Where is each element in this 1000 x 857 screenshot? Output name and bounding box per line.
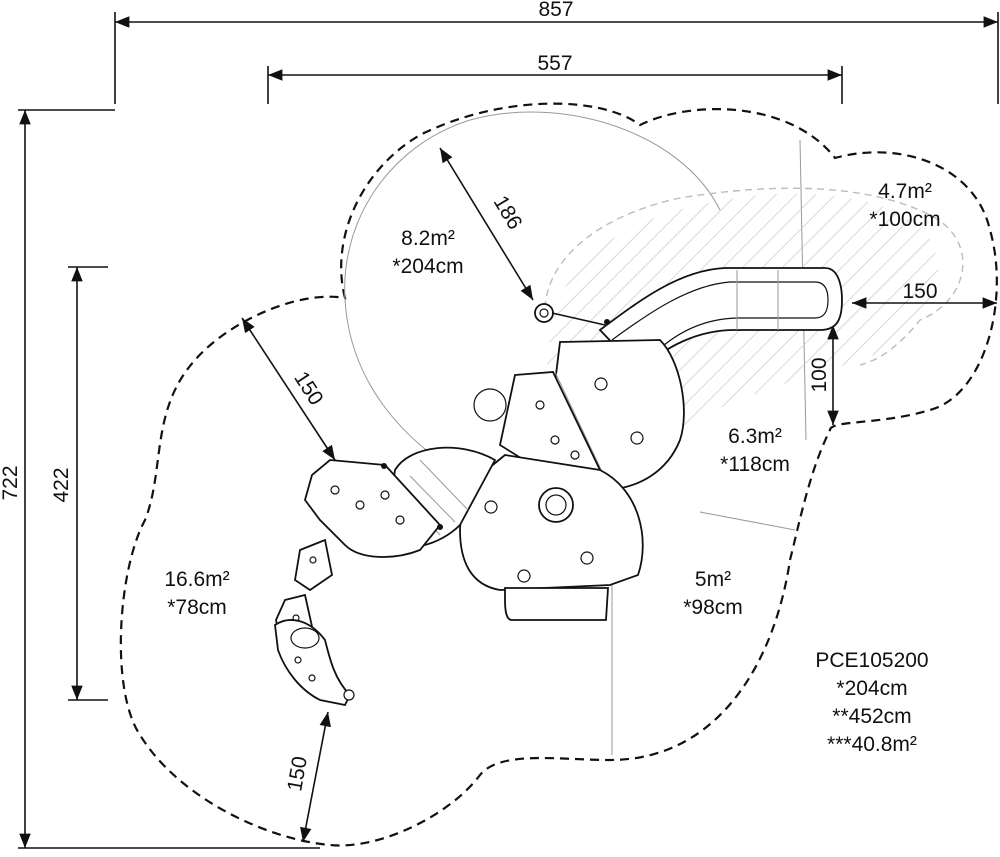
platform-left: [304, 459, 443, 558]
dimension-inner-height: 422: [50, 266, 108, 701]
rope-anchor: [534, 303, 610, 326]
slide-clearance-label: 100: [808, 357, 831, 392]
zone-4-area: 5m²: [695, 568, 731, 591]
zone-1-height: *204cm: [392, 255, 463, 278]
zone-label-2: 4.7m² *100cm: [869, 180, 940, 231]
clearance-left-label: 150: [289, 368, 327, 410]
zone-2-area: 4.7m²: [878, 180, 932, 203]
zone-label-4: 5m² *98cm: [683, 568, 743, 619]
product-code: PCE105200: [815, 649, 928, 672]
clearance-right-label: 150: [902, 280, 937, 303]
clearance-bottom-label: 150: [283, 755, 312, 794]
inner-height-label: 422: [50, 467, 73, 502]
zone-1-area: 8.2m²: [401, 227, 455, 250]
overall-width-label: 857: [538, 0, 573, 21]
climb-panel-upper: [473, 371, 602, 471]
play-structure: [274, 267, 843, 707]
overall-height-label: 722: [0, 465, 22, 500]
clearance-left: 150: [241, 317, 336, 461]
product-height: *204cm: [836, 677, 907, 700]
safety-zone-outline: [119, 102, 998, 847]
dimension-inner-width: 557: [267, 52, 843, 104]
zone-label-5: 16.6m² *78cm: [164, 568, 229, 619]
zone-3-area: 6.3m²: [728, 425, 782, 448]
zone-5-area: 16.6m²: [164, 568, 229, 591]
tower-lower: [459, 454, 644, 621]
dimension-overall-height: 722: [0, 109, 320, 849]
product-info: PCE105200 *204cm **452cm ***40.8m²: [815, 649, 928, 756]
inner-width-label: 557: [537, 52, 572, 75]
clearance-right: 150: [852, 280, 997, 309]
curved-seat: [274, 619, 355, 707]
zone-2-height: *100cm: [869, 208, 940, 231]
zone-label-3: 6.3m² *118cm: [720, 425, 790, 476]
zone-4-height: *98cm: [683, 596, 743, 619]
product-area: ***40.8m²: [827, 733, 917, 756]
zone-label-1: 8.2m² *204cm: [392, 227, 463, 278]
dimension-overall-width: 857: [114, 0, 999, 104]
clearance-top-label: 186: [489, 192, 527, 234]
zone-5-height: *78cm: [167, 596, 227, 619]
slide-clearance: 100: [808, 325, 839, 425]
clearance-bottom: 150: [283, 711, 331, 843]
product-length: **452cm: [832, 705, 911, 728]
zone-3-height: *118cm: [720, 453, 790, 476]
